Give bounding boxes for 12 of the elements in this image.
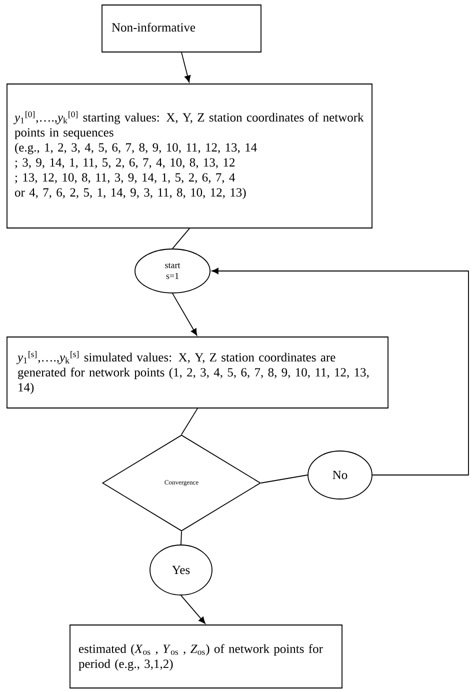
connector-line	[181, 408, 198, 435]
arrow	[181, 52, 191, 82]
arrow	[212, 268, 469, 476]
process-box: estimated (X$_{os}$ , Y$_{os}$ , Z$_{os}$) of network points for period (e.g., 3,1,2)	[70, 624, 342, 688]
process-box: y$_{1}$$^{[s]}$,….,y$_{k}$$^{[s]}$ simulated values: X, Y, Z station coordinates are generated for network points (1, 2, 3, 4, 5, 6, 7, 8, 9, 10, 11, 12, 13, 14)	[6, 336, 388, 408]
process-box: Non-informative	[102, 4, 262, 52]
connector-line	[172, 228, 190, 249]
connector-line	[260, 474, 308, 484]
process-box: y$_{1}$$^{[0]}$,….,y$_{k}$$^{[0]}$ starting values: X, Y, Z station coordinates of network points in sequences (e.g., 1, 2, 3, 4, 5, 6, 7, 8, 9, 10, 11, 12, 13, 14 ; 3, 9, 14, 1, 11, 5, 2, 6, 7, 4, 10, 8, 13, 12 ; 13, 12, 10, 8, 11, 3, 9, 14, 1, 5, 2, 6, 7, 4 or 4, 7, 6, 2, 5, 1, 14, 9, 3, 11, 8, 10, 12, 13)	[6, 84, 372, 228]
arrow	[172, 293, 198, 336]
arrow	[180, 595, 206, 624]
connector-line	[180, 531, 182, 545]
